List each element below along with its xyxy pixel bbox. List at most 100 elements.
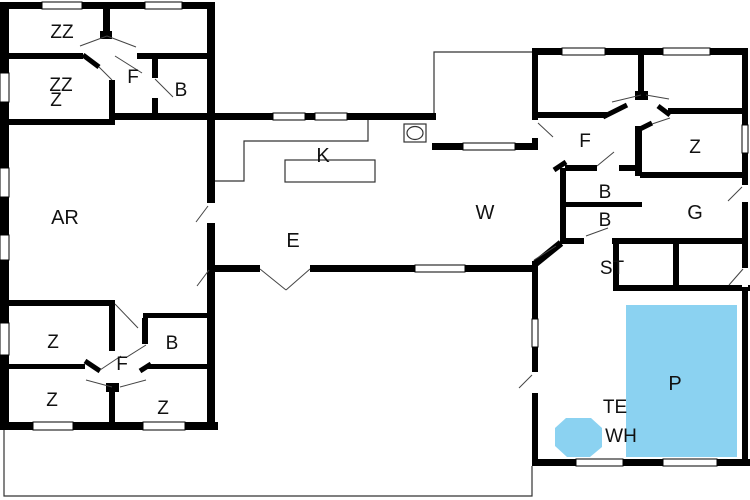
window (741, 124, 749, 154)
door-leaf (601, 102, 629, 120)
window (0, 322, 10, 356)
wall-segment (640, 172, 743, 178)
wall-segment (208, 265, 538, 272)
kitchen-zone-line (215, 119, 369, 182)
room-label-z-sw2: Z (46, 390, 58, 411)
sink-icon (403, 123, 427, 143)
wall-segment (207, 2, 215, 203)
wall-segment (613, 285, 750, 291)
wall-segment (0, 2, 9, 430)
wall-segment (538, 112, 607, 118)
door-swing (611, 94, 642, 103)
wall-segment (742, 48, 748, 466)
wall-segment (207, 223, 215, 423)
room-label-z-sw3: Z (157, 398, 169, 419)
angled-wall (532, 240, 564, 267)
sink-basin-icon (406, 125, 424, 141)
wall-segment (560, 238, 584, 244)
door-leaf (83, 358, 102, 374)
wall-segment (673, 244, 679, 290)
wall-segment (2, 119, 115, 125)
door-leaves (81, 53, 672, 374)
wall-segment (668, 108, 743, 114)
wall-segment (100, 31, 112, 39)
door-swing (126, 344, 147, 358)
window (0, 234, 10, 261)
wall-segment (2, 300, 115, 306)
door-swing (728, 268, 744, 286)
door-leaf (138, 361, 153, 374)
wall-segment (137, 53, 208, 59)
wall-segment (147, 364, 210, 369)
door-swing (114, 55, 143, 74)
room-label-e: E (286, 230, 299, 252)
window (575, 458, 624, 467)
interior-walls-southwest (2, 300, 210, 424)
window (414, 264, 466, 273)
wall-segment (565, 202, 642, 207)
door-swing (195, 205, 209, 223)
door-leaf (81, 53, 101, 69)
door-swing (114, 303, 139, 329)
door-leaf (636, 120, 654, 133)
wall-segment (2, 53, 83, 59)
windows (0, 1, 749, 467)
annex-outline (433, 51, 538, 117)
wall-segment (143, 313, 210, 318)
room-label-f-e: F (579, 131, 591, 152)
room-label-st: ST (600, 258, 625, 279)
room-labels: ZZ ZZ Z F B AR Z B F Z Z K E W F Z B B G… (46, 22, 703, 447)
room-label-z-sw1: Z (47, 332, 59, 353)
kitchen-counter (284, 159, 376, 183)
window (662, 458, 718, 467)
window (531, 318, 539, 348)
door-openings (260, 185, 748, 393)
room-label-te: TE (603, 397, 627, 418)
door-opening (742, 185, 748, 202)
wall-segment (532, 459, 750, 466)
wall-segment (152, 59, 158, 78)
room-label-ar: AR (51, 207, 79, 229)
room-label-k: K (316, 145, 330, 167)
room-label-b-nw: B (175, 80, 188, 101)
wall-segment (2, 364, 85, 369)
room-label-w: W (476, 202, 495, 224)
interior-walls-east (532, 55, 750, 291)
door-opening (742, 268, 748, 287)
window (662, 47, 711, 56)
wall-segment (109, 306, 115, 351)
door-swing (596, 151, 615, 167)
wall-segment (612, 238, 642, 244)
terrace-outline (3, 430, 533, 497)
room-label-g: G (687, 202, 703, 224)
swimming-pool (626, 305, 737, 457)
window (462, 142, 516, 151)
room-label-b-e1: B (599, 182, 612, 203)
room-label-zz-mid: ZZ (49, 75, 73, 96)
door-swing (85, 379, 113, 388)
door-swing (518, 374, 533, 389)
wall-segment (635, 91, 648, 100)
terrace-door-opening (260, 265, 310, 272)
door-swing (533, 245, 557, 261)
door-opening (532, 372, 538, 393)
door-leaf (656, 104, 672, 117)
wall-segment (152, 98, 158, 114)
wall-segment (109, 80, 115, 119)
kitchen-fixtures (215, 119, 427, 183)
door-swing (645, 94, 670, 100)
wall-segment (532, 261, 538, 466)
room-label-f-nw: F (127, 67, 139, 88)
window (41, 1, 83, 10)
door-swing (119, 379, 147, 388)
interior-walls-northwest (2, 9, 208, 125)
window (272, 112, 306, 121)
wall-segment (103, 9, 110, 36)
window (0, 167, 10, 198)
wall-segment (640, 238, 748, 244)
window (144, 1, 183, 10)
door-leaf (552, 159, 568, 173)
room-label-b-sw: B (166, 333, 179, 354)
